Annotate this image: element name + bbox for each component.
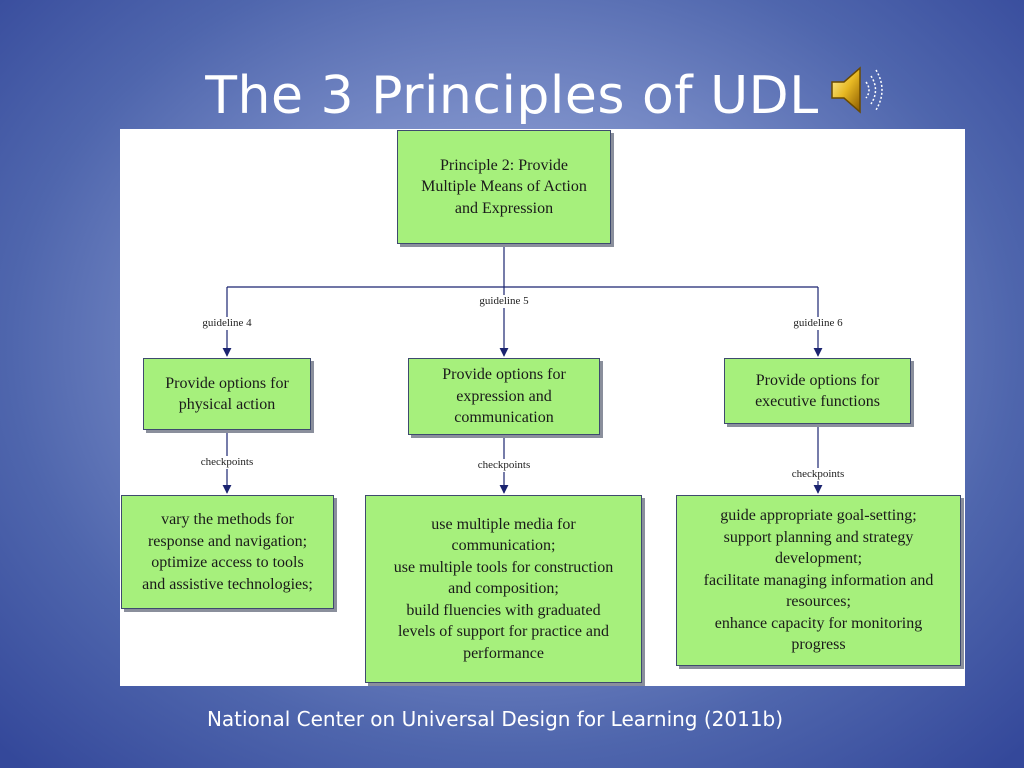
slide-title: The 3 Principles of UDL xyxy=(205,66,819,126)
checkpoints-label-6: checkpoints xyxy=(789,468,847,481)
checkpoints-label-5: checkpoints xyxy=(475,459,533,472)
checkpoints-4-node: vary the methods for response and naviga… xyxy=(121,495,334,609)
speaker-icon[interactable] xyxy=(826,58,890,122)
citation: National Center on Universal Design for … xyxy=(206,707,784,731)
guideline-4-label: guideline 4 xyxy=(200,317,254,330)
checkpoints-6-node: guide appropriate goal-setting; support … xyxy=(676,495,961,666)
executive-functions-node: Provide options for executive functions xyxy=(724,358,911,424)
physical-action-node: Provide options for physical action xyxy=(143,358,311,430)
guideline-5-label: guideline 5 xyxy=(477,295,531,308)
guideline-6-label: guideline 6 xyxy=(791,317,845,330)
checkpoints-5-node: use multiple media for communication; us… xyxy=(365,495,642,683)
principle-2-node: Principle 2: Provide Multiple Means of A… xyxy=(397,130,611,244)
udl-diagram: Principle 2: Provide Multiple Means of A… xyxy=(120,129,965,686)
expression-communication-node: Provide options for expression and commu… xyxy=(408,358,600,435)
checkpoints-label-4: checkpoints xyxy=(198,456,256,469)
